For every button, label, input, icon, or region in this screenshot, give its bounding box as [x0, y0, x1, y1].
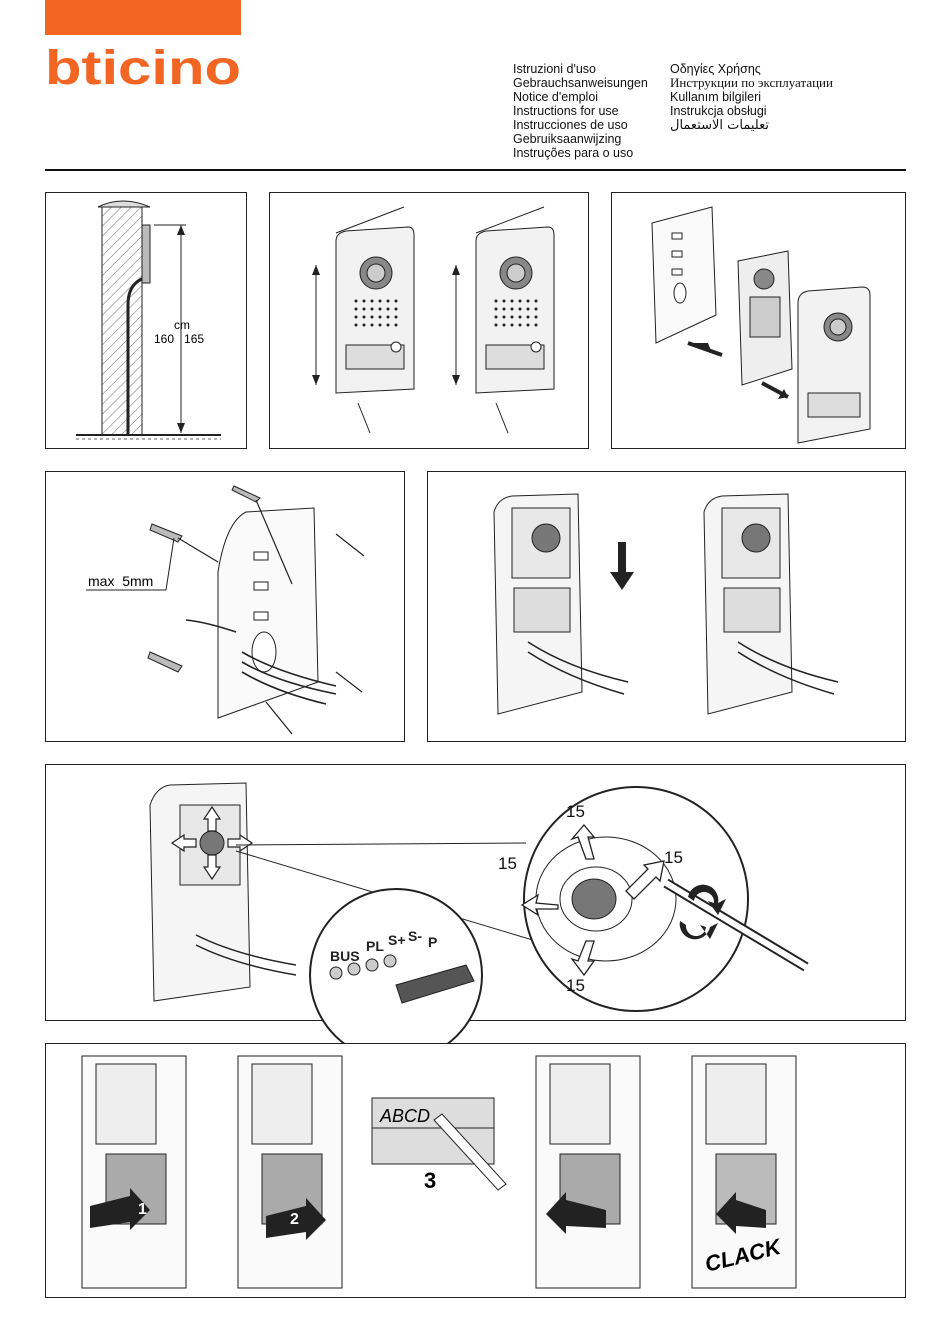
fixing-depth-label: max 5mm — [88, 573, 153, 589]
panel-wall-fixing: max 5mm — [45, 471, 405, 742]
height-unit: cm — [174, 318, 190, 332]
lang-ru: Инструкции по эксплуатации — [670, 75, 833, 90]
brand-logo: bticino — [45, 42, 241, 95]
device-open-a — [493, 493, 634, 715]
lang-nl: Gebruiksaanwijzing — [513, 132, 622, 146]
label-card-text: ABCD — [379, 1106, 430, 1126]
lang-pl: Instrukcja obsługi — [670, 104, 767, 118]
angle-left: 15 — [498, 854, 517, 873]
terminal-splus: S+ — [388, 932, 406, 948]
angle-top: 15 — [566, 802, 585, 821]
angle-bottom: 15 — [566, 976, 585, 995]
panel-dimensions — [269, 192, 589, 449]
rotate-icon — [679, 884, 726, 940]
logo-graphic: bticino — [45, 42, 241, 95]
logo-text: bticino — [45, 42, 241, 95]
lang-de: Gebrauchsanweisungen — [513, 76, 648, 90]
step-2-number: 2 — [290, 1211, 299, 1228]
backplate-fixing-diagram: max 5mm — [86, 485, 365, 735]
label-step-3: ABCD 3 — [371, 1097, 507, 1193]
lang-fr: Notice d'emploi — [513, 90, 599, 104]
label-insertion-diagram: 1 2 ABCD 3 CLACK — [81, 1055, 797, 1289]
lang-tr: Kullanım bilgileri — [670, 90, 762, 104]
label-step-1: 1 — [81, 1055, 187, 1289]
step-3-number: 3 — [424, 1168, 436, 1193]
panel-name-label: 1 2 ABCD 3 CLACK — [45, 1043, 906, 1298]
label-step-5: CLACK — [691, 1055, 797, 1289]
lang-ar: تعليمات الاستعمال — [670, 118, 769, 133]
terminal-pl: PL — [366, 938, 384, 954]
lang-en: Instructions for use — [513, 104, 619, 118]
lang-pt: Instruções para o uso — [513, 146, 634, 160]
device-front-b — [452, 206, 555, 434]
terminal-p: P — [428, 934, 437, 950]
device-insertion-diagram — [493, 493, 839, 715]
camera-zoom — [520, 786, 809, 1012]
panel-components — [611, 192, 906, 449]
lang-el: Οδηγίες Χρήσης — [670, 62, 761, 76]
terminal-zoom: BUS PL S+ S- P — [309, 888, 483, 1062]
exploded-view-diagram — [651, 206, 871, 444]
camera-adjust-diagram: BUS PL S+ S- P 15 15 — [149, 782, 809, 1062]
brand-bar — [45, 0, 241, 35]
panel-insertion — [427, 471, 906, 742]
terminal-bus: BUS — [330, 948, 360, 964]
wall-height-diagram: cm 160 165 — [76, 200, 221, 440]
label-step-2: 2 — [237, 1055, 343, 1289]
lang-it: Istruzioni d'uso — [513, 62, 596, 76]
device-front-a — [312, 206, 415, 434]
terminal-sminus: S- — [408, 928, 422, 944]
panel-adjust-wiring: BUS PL S+ S- P 15 15 — [45, 764, 906, 1062]
lang-es: Instrucciones de uso — [513, 118, 628, 132]
height-values: 160 165 — [154, 332, 204, 346]
device-open-b — [703, 493, 839, 715]
angle-right: 15 — [664, 848, 683, 867]
header-divider — [45, 169, 906, 171]
device-dimensions-diagram — [312, 206, 555, 434]
panel-mounting-height: cm 160 165 — [45, 192, 247, 449]
label-step-4 — [535, 1055, 641, 1289]
step-1-number: 1 — [138, 1201, 147, 1218]
